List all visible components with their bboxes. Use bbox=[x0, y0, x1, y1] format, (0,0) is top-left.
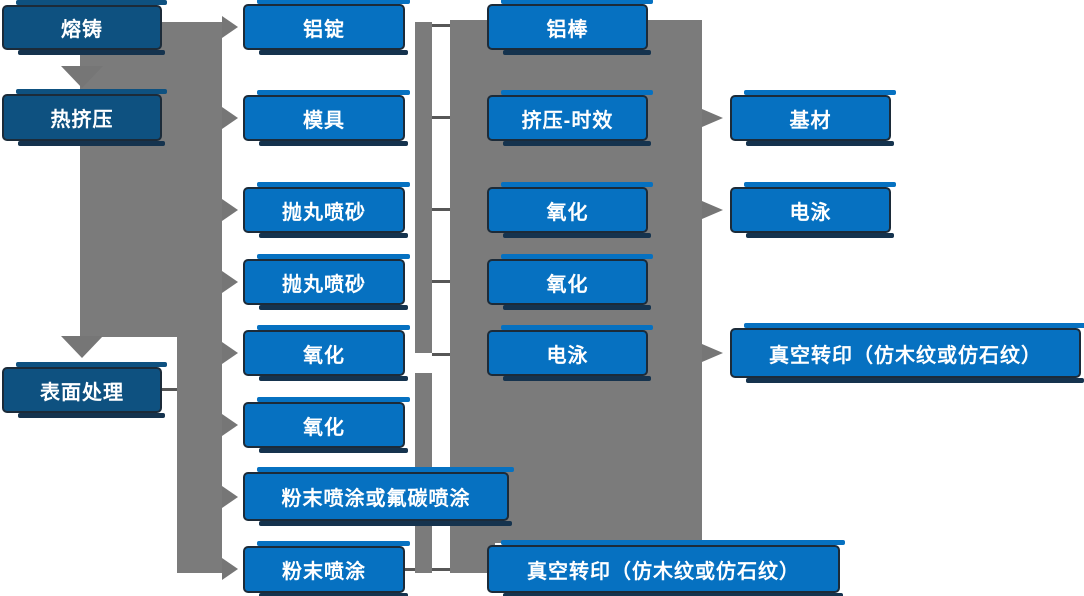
tick-row5 bbox=[432, 353, 450, 356]
node-powder-or-fluorocarbon-label: 粉末喷涂或氟碳喷涂 bbox=[281, 488, 471, 510]
node-aluminum-ingot: 铝锭 bbox=[243, 0, 410, 55]
arrow-to-shot-blasting-1 bbox=[222, 199, 238, 221]
arrow-to-vacuum-transfer-c4 bbox=[702, 344, 723, 362]
node-electrophoresis-c3: 电泳 bbox=[487, 325, 653, 381]
node-oxidation-c3-1: 氧化 bbox=[487, 182, 653, 238]
node-shot-blasting-2-label: 抛丸喷砂 bbox=[282, 273, 366, 296]
node-vacuum-transfer-c4-label: 真空转印（仿木纹或仿石纹） bbox=[769, 344, 1042, 367]
node-aluminum-rod: 铝棒 bbox=[487, 0, 653, 55]
node-hot-extrusion-label: 热挤压 bbox=[50, 109, 114, 131]
tick-row3 bbox=[432, 208, 450, 211]
node-electrophoresis-c4-label: 电泳 bbox=[789, 201, 832, 224]
node-oxidation-c3-2-label: 氧化 bbox=[546, 273, 589, 296]
node-vacuum-transfer-c3-label: 真空转印（仿木纹或仿石纹） bbox=[527, 560, 800, 583]
tick-row8 bbox=[432, 568, 450, 571]
node-mold: 模具 bbox=[243, 90, 410, 146]
node-vacuum-transfer-c4: 真空转印（仿木纹或仿石纹） bbox=[730, 323, 1084, 383]
node-powder-coating-label: 粉末喷涂 bbox=[282, 561, 366, 583]
node-extrusion-aging-label: 挤压-时效 bbox=[521, 109, 614, 132]
connector-bar-middle-upper bbox=[415, 22, 432, 353]
node-hot-extrusion: 热挤压 bbox=[2, 89, 167, 146]
tick-surface-treatment-to-band bbox=[162, 388, 177, 391]
node-oxidation-c2-1-label: 氧化 bbox=[303, 344, 345, 367]
arrow-to-powder-coating bbox=[222, 558, 238, 580]
node-base-material: 基材 bbox=[730, 90, 896, 146]
node-shot-blasting-1: 抛丸喷砂 bbox=[243, 182, 410, 238]
node-aluminum-rod-label: 铝棒 bbox=[546, 18, 589, 41]
node-shot-blasting-2: 抛丸喷砂 bbox=[243, 254, 410, 310]
node-extrusion-aging: 挤压-时效 bbox=[487, 90, 653, 146]
arrow-to-powder-or-fluorocarbon bbox=[222, 486, 238, 508]
tick-row2 bbox=[432, 116, 450, 119]
node-oxidation-c2-2-label: 氧化 bbox=[303, 416, 345, 439]
node-powder-or-fluorocarbon: 粉末喷涂或氟碳喷涂 bbox=[243, 467, 514, 526]
node-electrophoresis-c4: 电泳 bbox=[730, 182, 896, 238]
node-melting: 熔铸 bbox=[2, 0, 167, 55]
arrow-down-to-surface-treatment bbox=[61, 336, 103, 358]
node-melting-label: 熔铸 bbox=[61, 19, 103, 41]
node-surface-treatment: 表面处理 bbox=[2, 362, 167, 418]
arrow-to-oxidation-c2-2 bbox=[222, 414, 238, 436]
tick-row4 bbox=[432, 280, 450, 283]
node-vacuum-transfer-c3: 真空转印（仿木纹或仿石纹） bbox=[487, 540, 845, 596]
node-oxidation-c3-1-label: 氧化 bbox=[546, 201, 589, 224]
arrow-to-base-material bbox=[702, 109, 723, 127]
node-shot-blasting-1-label: 抛丸喷砂 bbox=[282, 201, 366, 224]
connector-band-left-lower bbox=[177, 337, 222, 573]
tick-powder-coating-to-bar bbox=[405, 568, 415, 571]
arrow-to-mold bbox=[222, 107, 238, 129]
node-base-material-label: 基材 bbox=[789, 109, 832, 132]
node-electrophoresis-c3-label: 电泳 bbox=[546, 344, 589, 367]
node-oxidation-c2-1: 氧化 bbox=[243, 325, 410, 381]
arrow-down-to-hot-extrusion bbox=[61, 66, 103, 88]
node-aluminum-ingot-label: 铝锭 bbox=[303, 18, 345, 41]
connector-band-left bbox=[80, 22, 222, 337]
node-mold-label: 模具 bbox=[303, 109, 345, 132]
arrow-to-aluminum-ingot bbox=[222, 16, 238, 38]
tick-row1 bbox=[432, 24, 450, 27]
arrow-to-shot-blasting-2 bbox=[222, 271, 238, 293]
node-oxidation-c2-2: 氧化 bbox=[243, 397, 410, 453]
node-oxidation-c3-2: 氧化 bbox=[487, 254, 653, 310]
node-surface-treatment-label: 表面处理 bbox=[40, 381, 124, 404]
arrow-to-electrophoresis-c4 bbox=[702, 201, 723, 219]
node-powder-coating: 粉末喷涂 bbox=[243, 541, 410, 596]
arrow-to-oxidation-c2-1 bbox=[222, 342, 238, 364]
